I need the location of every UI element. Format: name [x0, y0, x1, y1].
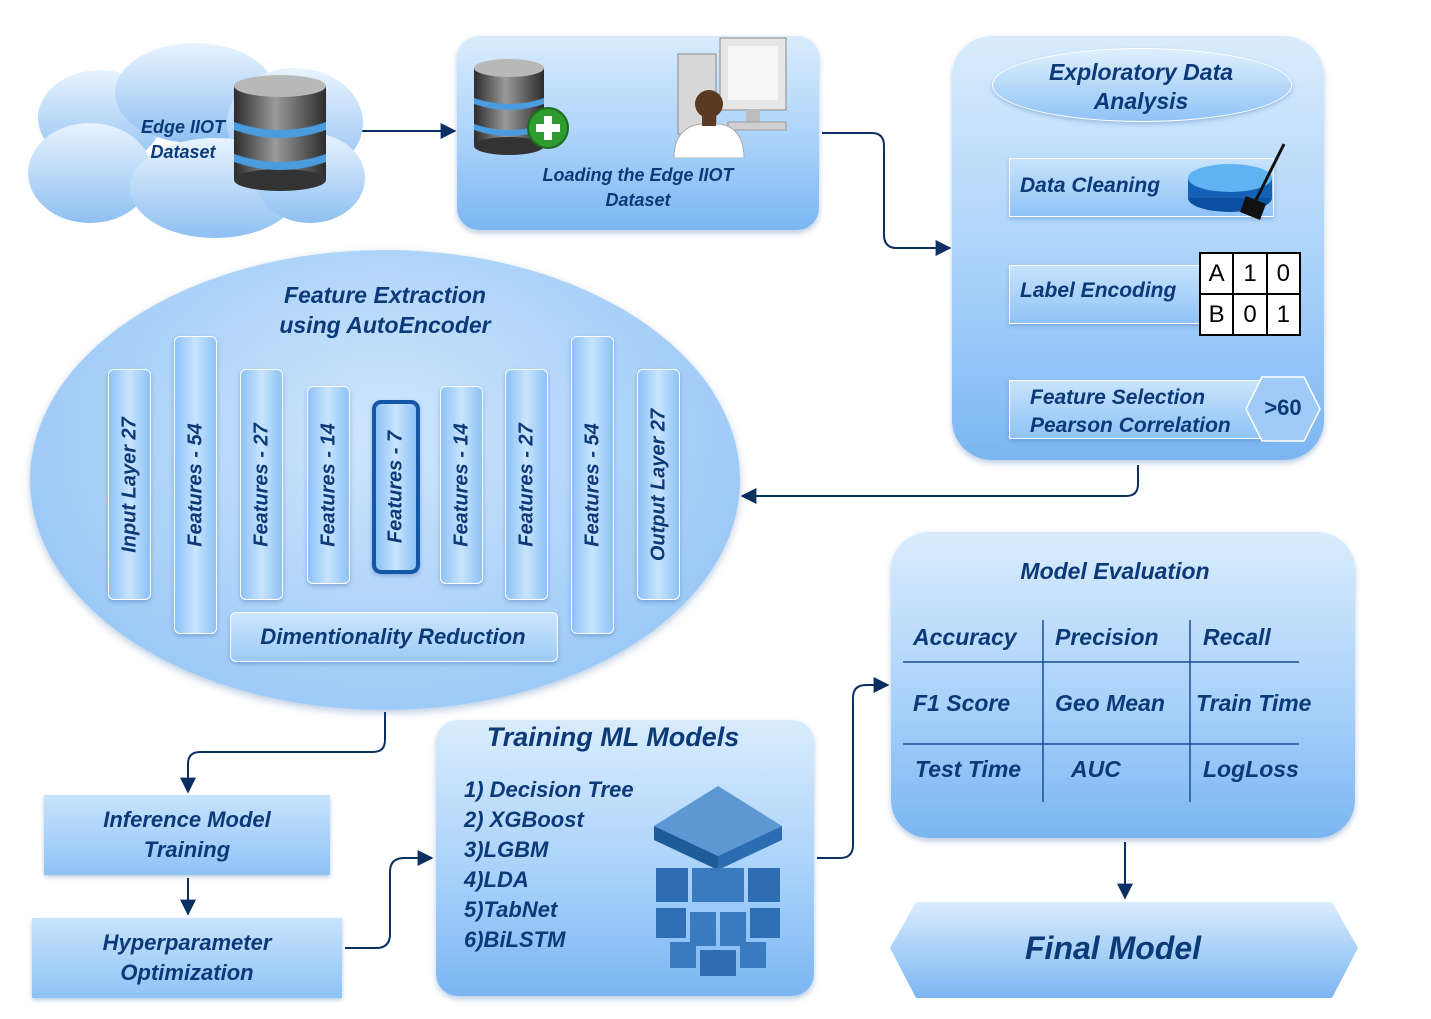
edge-dataset-label: Edge IIOT Dataset	[140, 117, 225, 162]
final-model-shape	[890, 902, 1358, 998]
autoencoder-title: Feature Extraction using AutoEncoder	[279, 282, 491, 338]
model-item: 6)BiLSTM	[464, 927, 566, 952]
decoder-layer-54: Features - 54	[571, 336, 614, 634]
encoding-cell: 0	[1266, 253, 1300, 294]
encoding-cell: 1	[1233, 253, 1267, 294]
decoder-layer-14: Features - 14	[440, 386, 483, 584]
evaluation-block	[891, 532, 1355, 838]
encoding-table: A 1 0 B 0 1	[1199, 252, 1301, 336]
input-layer: Input Layer 27	[108, 369, 151, 600]
encoding-cell: B	[1200, 294, 1234, 335]
hyperparameter-box	[32, 918, 342, 998]
dimensionality-reduction-box	[230, 612, 558, 662]
layer-label: Features - 7	[384, 430, 407, 544]
model-item: 1) Decision Tree	[464, 777, 634, 802]
model-item: 4)LDA	[464, 867, 529, 892]
loading-dataset-label: Loading the Edge IIOT Dataset	[542, 165, 734, 210]
encoding-cell: 0	[1233, 294, 1267, 335]
metrics-grid-lines	[903, 620, 1299, 802]
model-item: 3)LGBM	[464, 837, 549, 862]
metric-precision: Precision	[1055, 624, 1159, 650]
model-item: 5)TabNet	[464, 897, 558, 922]
encoding-cell: 1	[1266, 294, 1300, 335]
encoder-layer-54: Features - 54	[174, 336, 217, 634]
data-cleaning-label: Data Cleaning	[1020, 174, 1161, 197]
evaluation-title: Model Evaluation	[1020, 558, 1210, 584]
decoder-layer-27: Features - 27	[505, 369, 548, 600]
layer-label: Features - 14	[317, 423, 339, 547]
feature-selection-label: Feature Selection Pearson Correlation	[1030, 386, 1231, 437]
feature-selection-box	[1009, 380, 1274, 439]
final-model-label: Final Model	[1025, 930, 1201, 966]
database-icon	[234, 75, 326, 191]
model-list: 1) Decision Tree 2) XGBoost 3)LGBM 4)LDA…	[464, 775, 674, 955]
bottleneck-layer-7: Features - 7	[372, 400, 420, 574]
dimensionality-reduction-label: Dimentionality Reduction	[260, 624, 526, 649]
threshold-label: >60	[1264, 395, 1302, 420]
encoding-cell: A	[1200, 253, 1234, 294]
arrow-hyperparam-to-training	[345, 850, 434, 949]
eda-title-ellipse	[992, 48, 1292, 122]
metric-recall: Recall	[1203, 624, 1271, 650]
threshold-badge	[1245, 376, 1321, 442]
metric-test-time: Test Time	[915, 756, 1022, 782]
layer-label: Features - 27	[515, 422, 537, 547]
layer-label: Features - 54	[184, 423, 206, 547]
layer-label: Features - 54	[581, 423, 603, 547]
arrow-loading-to-eda	[822, 132, 952, 256]
arrow-eda-to-autoencoder	[740, 465, 1139, 504]
encoder-layer-14: Features - 14	[307, 386, 350, 584]
inference-training-box	[44, 795, 330, 875]
arrow-autoencoder-to-inference	[180, 712, 386, 794]
ml-cubes-icon	[654, 786, 782, 976]
encoder-layer-27: Features - 27	[240, 369, 283, 600]
layer-label: Input Layer 27	[118, 416, 140, 553]
layer-label: Output Layer 27	[647, 408, 669, 561]
metric-geo-mean: Geo Mean	[1055, 690, 1165, 716]
label-encoding-label: Label Encoding	[1020, 279, 1177, 302]
training-title: Training ML Models	[486, 722, 740, 752]
output-layer: Output Layer 27	[637, 369, 680, 600]
inference-training-label: Inference Model Training	[103, 807, 271, 862]
cleaning-broom-icon	[1188, 143, 1286, 220]
model-item: 2) XGBoost	[464, 807, 584, 832]
computer-user-icon	[673, 37, 787, 158]
eda-title: Exploratory Data Analysis	[1048, 59, 1234, 114]
metric-train-time: Train Time	[1196, 690, 1312, 716]
layer-label: Features - 27	[250, 422, 272, 547]
metric-logloss: LogLoss	[1203, 756, 1299, 782]
metric-f1-score: F1 Score	[913, 690, 1011, 716]
database-add-icon	[474, 59, 569, 155]
layer-label: Features - 14	[450, 423, 472, 547]
arrow-training-to-evaluation	[817, 677, 890, 859]
metric-accuracy: Accuracy	[913, 624, 1017, 650]
metric-auc: AUC	[1071, 756, 1121, 782]
hyperparameter-label: Hyperparameter Optimization	[102, 930, 272, 985]
